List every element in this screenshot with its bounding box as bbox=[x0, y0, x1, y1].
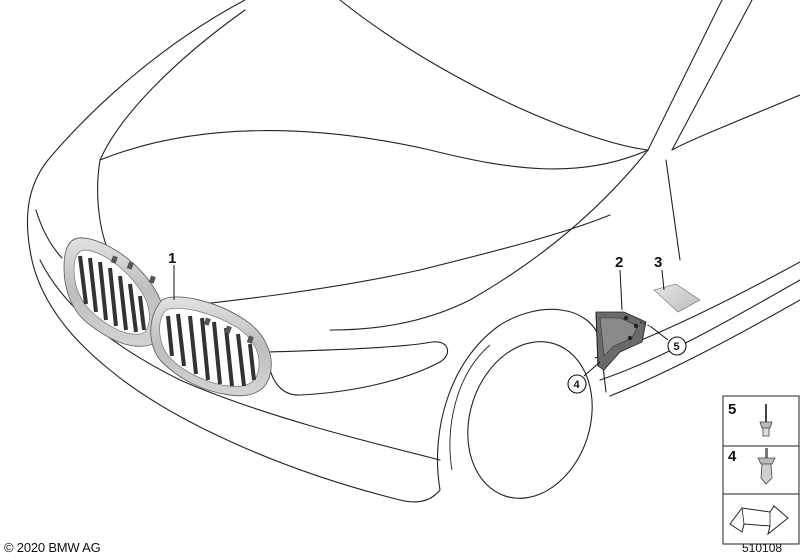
car-body-outline bbox=[26, 0, 800, 503]
legend-item-5[interactable]: 5 bbox=[728, 401, 773, 437]
svg-text:3: 3 bbox=[654, 254, 662, 271]
svg-text:1: 1 bbox=[168, 250, 176, 267]
callout-5[interactable]: 5 bbox=[667, 336, 687, 356]
rivet-icon bbox=[759, 404, 773, 437]
trim-panel[interactable] bbox=[653, 283, 701, 313]
grille-right-slats bbox=[166, 313, 256, 387]
clip-icon bbox=[757, 448, 776, 485]
callout-leaders bbox=[173, 265, 669, 377]
copyright-text: © 2020 BMW AG bbox=[4, 540, 101, 555]
grille-left-slats bbox=[78, 255, 146, 333]
svg-text:5: 5 bbox=[674, 341, 680, 353]
fastener-legend: 5 4 bbox=[722, 395, 800, 545]
svg-text:2: 2 bbox=[615, 254, 623, 271]
direction-arrow-icon bbox=[729, 505, 789, 536]
legend-item-4[interactable]: 4 bbox=[728, 448, 776, 485]
callout-2[interactable]: 2 bbox=[615, 254, 623, 271]
svg-text:5: 5 bbox=[728, 401, 736, 418]
kidney-grille[interactable] bbox=[63, 237, 272, 397]
svg-text:4: 4 bbox=[574, 379, 581, 391]
side-vent-bracket[interactable] bbox=[595, 311, 647, 371]
callout-1[interactable]: 1 bbox=[168, 250, 176, 267]
callout-4[interactable]: 4 bbox=[567, 374, 587, 394]
callout-3[interactable]: 3 bbox=[654, 254, 662, 271]
svg-text:4: 4 bbox=[728, 448, 737, 465]
diagram-id: 510108 bbox=[742, 541, 783, 555]
